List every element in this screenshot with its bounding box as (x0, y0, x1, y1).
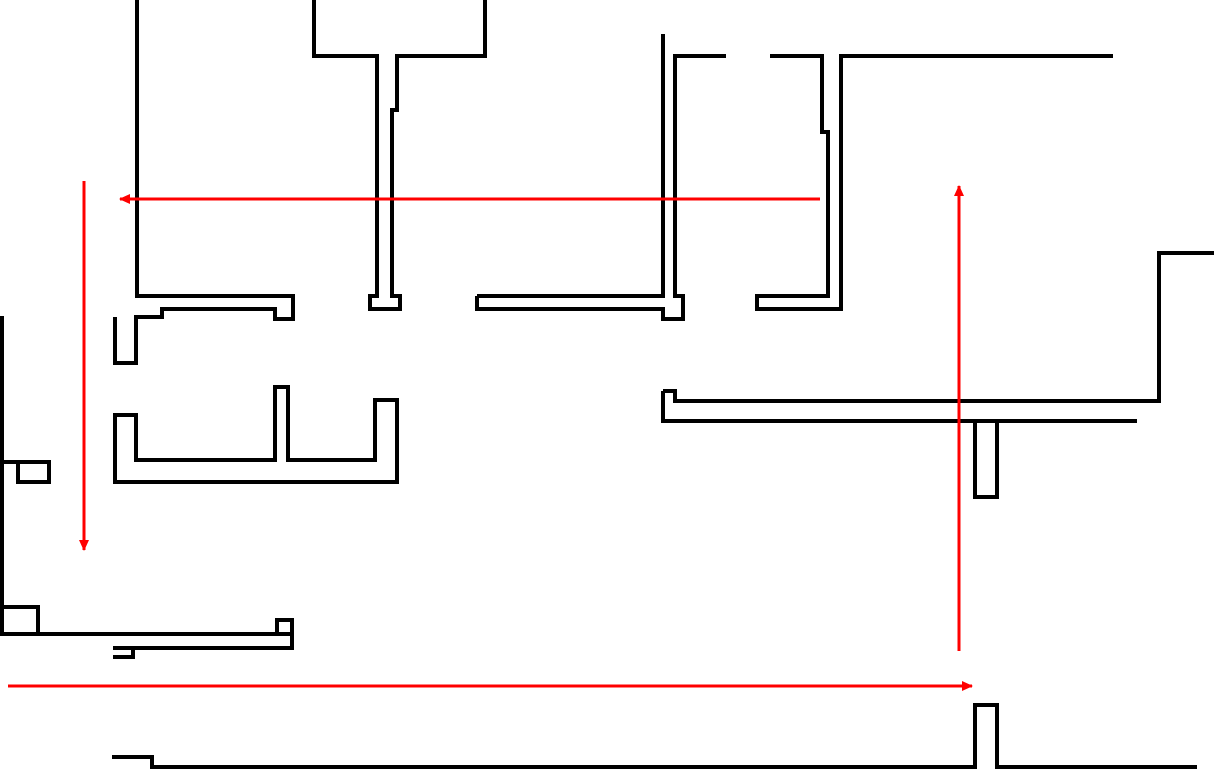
wall-bottom (112, 703, 1197, 769)
wall-top-notch (312, 0, 487, 311)
wall-center-top (475, 54, 726, 321)
wall-right-mid-upper (663, 251, 1214, 403)
wall-right-mid (661, 391, 1137, 423)
wall-far-left (0, 316, 294, 636)
wall-far-left-box-lower (2, 605, 40, 634)
wall-far-left-notch (113, 646, 135, 659)
wall-far-left-box-upper (0, 460, 51, 484)
wall-upper-left-room (113, 0, 295, 365)
wall-right-stub (973, 421, 999, 499)
wall-center-thin-post (477, 34, 665, 298)
route-arrows (8, 181, 973, 691)
wall-upper-right (755, 54, 1113, 311)
wall-left-u-room (113, 385, 399, 484)
